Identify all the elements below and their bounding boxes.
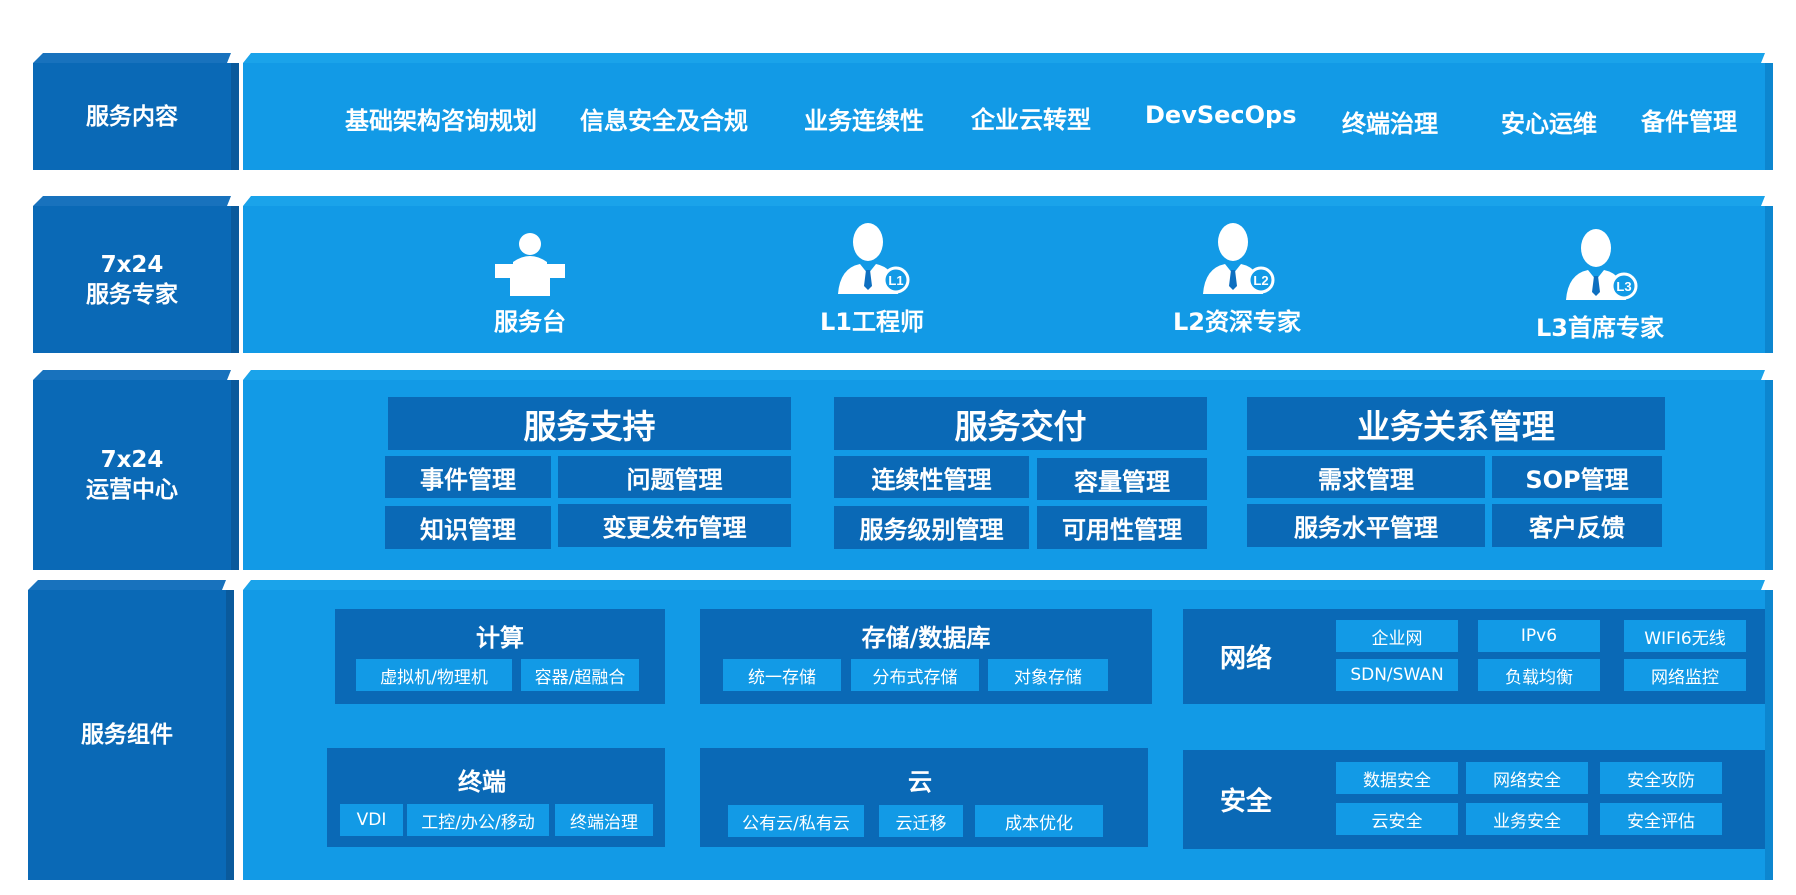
service-item: 终端治理 [1342, 110, 1438, 138]
row-label-components: 服务组件 [28, 590, 226, 880]
role-l3: L3 L3首席专家 [1530, 228, 1670, 343]
component-chip: WIFI6无线 [1624, 620, 1746, 652]
ops-group-title: 服务支持 [388, 397, 791, 450]
expert-l3-icon: L3 [1566, 229, 1638, 300]
service-item: 备件管理 [1641, 108, 1737, 136]
ops-item: 知识管理 [385, 506, 551, 549]
component-chip: 容器/超融合 [521, 659, 639, 691]
badge-text: L1 [888, 273, 903, 288]
engineer-l1-icon: L1 [838, 223, 910, 294]
component-title: 安全 [1219, 787, 1272, 817]
service-item: DevSecOps [1145, 101, 1297, 129]
ops-item: 客户反馈 [1492, 504, 1662, 547]
ops-item: 容量管理 [1037, 458, 1207, 500]
ops-item: 变更发布管理 [558, 504, 791, 547]
role-name: 服务台 [494, 308, 566, 336]
ops-item: 服务水平管理 [1247, 504, 1485, 547]
service-item: 安心运维 [1501, 110, 1597, 138]
component-chip: SDN/SWAN [1336, 659, 1458, 691]
services-panel [243, 63, 1765, 170]
component-chip: 工控/办公/移动 [407, 804, 549, 836]
component-chip: 公有云/私有云 [728, 805, 864, 837]
component-chip: 分布式存储 [851, 659, 979, 691]
component-chip: 成本优化 [975, 805, 1103, 837]
ops-group-title: 业务关系管理 [1247, 397, 1665, 450]
component-chip: IPv6 [1478, 620, 1600, 652]
ops-item: 服务级别管理 [834, 506, 1029, 549]
component-title: 终端 [458, 768, 506, 796]
service-desk-icon [495, 233, 565, 296]
badge-text: L3 [1616, 279, 1631, 294]
component-chip: 云安全 [1336, 803, 1458, 835]
row-label-service-content: 服务内容 [33, 63, 231, 170]
service-item: 企业云转型 [971, 106, 1091, 134]
ops-item: 问题管理 [558, 456, 791, 498]
component-chip: 企业网 [1336, 620, 1458, 652]
component-chip: 安全评估 [1600, 803, 1722, 835]
component-title: 网络 [1219, 644, 1272, 674]
row-label-experts: 7x24 服务专家 [33, 206, 231, 353]
component-chip: 对象存储 [988, 659, 1108, 691]
component-chip: 虚拟机/物理机 [356, 659, 512, 691]
component-title: 存储/数据库 [861, 624, 991, 652]
ops-item: 需求管理 [1247, 456, 1485, 498]
component-chip: 网络安全 [1466, 762, 1588, 794]
role-name: L3首席专家 [1536, 314, 1664, 342]
component-chip: 业务安全 [1466, 803, 1588, 835]
component-chip: 网络监控 [1624, 659, 1746, 691]
role-l2: L2 L2资深专家 [1167, 222, 1307, 337]
ops-item: 可用性管理 [1037, 506, 1207, 549]
component-chip: 终端治理 [555, 804, 653, 836]
row-label-ops-center: 7x24 运营中心 [33, 380, 231, 570]
service-item: 业务连续性 [804, 107, 924, 135]
component-title: 云 [908, 768, 932, 796]
component-chip: 负载均衡 [1478, 659, 1600, 691]
ops-item: 事件管理 [385, 456, 551, 498]
service-item: 基础架构咨询规划 [345, 107, 537, 135]
ops-item: SOP管理 [1492, 456, 1662, 498]
role-name: L2资深专家 [1173, 308, 1301, 336]
badge-text: L2 [1253, 273, 1268, 288]
role-l1: L1 L1工程师 [812, 222, 932, 337]
experts-panel [243, 206, 1765, 353]
component-chip: 统一存储 [723, 659, 841, 691]
expert-l2-icon: L2 [1203, 223, 1275, 294]
service-item: 信息安全及合规 [580, 107, 748, 135]
ops-group-title: 服务交付 [834, 397, 1207, 450]
role-name: L1工程师 [820, 308, 924, 336]
component-chip: 数据安全 [1336, 762, 1458, 794]
component-chip: 安全攻防 [1600, 762, 1722, 794]
ops-item: 连续性管理 [834, 456, 1029, 498]
component-chip: 云迁移 [879, 805, 963, 837]
component-chip: VDI [340, 804, 403, 836]
role-service-desk: 服务台 [470, 228, 590, 337]
component-title: 计算 [476, 624, 524, 652]
